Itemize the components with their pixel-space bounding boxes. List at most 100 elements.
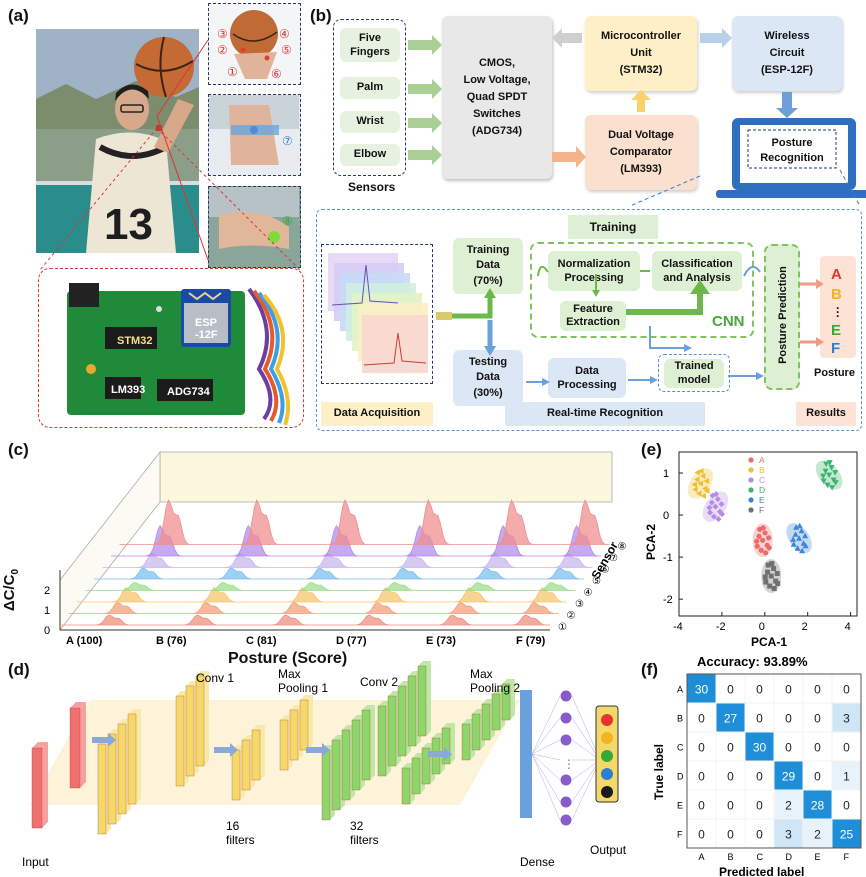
panel-d-output-node [601,714,613,726]
panel-e-legend-label: B [759,465,765,475]
panel-f-cell-value: 0 [727,770,734,784]
panel-d-slab-side [510,679,515,720]
panel-d-slab-top [442,723,455,728]
panel-d-slab-side [136,709,141,804]
panel-d-slab-top [176,691,189,696]
panel-f-cell-value: 0 [756,683,763,697]
panel-f-cell [744,702,775,733]
footer-data-acquisition: Data Acquisition [321,402,433,426]
panel-d-slab-front [279,719,289,771]
wireless-box: Wireless Circuit (ESP-12F) [732,16,842,91]
panel-d-edge [531,695,561,755]
panel-f-cell [773,731,804,762]
panel-e-point [826,460,833,466]
panel-d-arrow [92,733,116,747]
panel-label-a: (a) [8,6,29,25]
panel-d-slab-side [260,725,265,780]
panel-d-slab-front [411,757,421,795]
panel-d-slab-top [108,729,121,734]
panel-d-slab-side [42,742,48,828]
panel-label-f: (f) [641,660,658,679]
panel-f-cell-value: 27 [724,712,738,726]
panel-d-label: Pooling 2 [470,681,520,695]
panel-e-point [769,561,775,567]
result-letter-b: B [831,286,842,303]
result-ellipsis: ··· [836,301,840,323]
panel-e-point [760,537,766,543]
cnn-label: CNN [712,313,745,330]
panel-e-x-tick: -2 [716,621,726,633]
panel-f-cell [715,760,746,791]
panel-d-filters-label: 16 [226,819,240,833]
panel-e-point [790,536,797,542]
panel-f-cell-value: 28 [811,799,825,813]
panel-c-sensor-trace [119,498,610,545]
panel-f-cell-value: 30 [695,683,709,697]
panel-f-cell-value: 0 [756,799,763,813]
stacked-signal-windows [328,253,428,373]
panel-e-point [766,545,772,551]
panel-e-point [704,488,710,495]
marker-8: ⑧ [282,214,293,228]
panel-e-point [754,543,760,549]
panel-c-sensor-trace [68,601,559,614]
panel-e-point [824,482,831,489]
panel-f-cell-value: 0 [843,741,850,755]
panel-e-point [707,509,714,516]
panel-d-slab-front [351,719,361,791]
panel-e-point [799,547,806,554]
panel-e-point [763,550,769,556]
panel-e-legend-label: F [759,505,764,515]
panel-d-slab-top [196,671,209,676]
panel-label-e: (e) [641,440,662,459]
panel-f-cell [744,818,775,849]
panel-label-b: (b) [310,6,332,25]
panel-f-cell [773,760,804,791]
chip-label-stm32: STM32 [117,335,153,347]
panel-e-point [765,569,771,575]
panel-d-slab-top [362,705,375,710]
panel-c-sensor-trace [94,567,584,580]
sensors-group [333,19,406,176]
panel-e-point [798,527,805,534]
panel-c-back-wall [159,451,613,503]
panel-e-point [713,491,720,498]
panel-b-block-arrows [408,28,866,207]
panel-d-arrow [306,743,330,757]
result-letter-f: F [831,340,841,357]
panel-d-slab-front [31,747,43,829]
marker-7: ⑦ [282,134,293,148]
sensor-elbow: Elbow [340,144,400,166]
panel-d-slab-front [127,713,137,805]
panel-d-edge [571,717,601,761]
panel-e-point [762,574,768,580]
panel-d-slab-top [418,661,431,666]
panel-e-point [718,501,725,508]
panel-f-cell [802,818,833,849]
panel-d-slab-front [185,685,195,777]
panel-f-cell-value: 0 [814,741,821,755]
panel-e-point [756,533,762,539]
panel-d-label: Dense [520,855,555,869]
panel-c-x-tick: B (76) [156,635,187,647]
panel-d-dense-node [560,814,572,826]
panel-d-slab-front [241,739,251,791]
panel-f-cell [715,789,746,820]
panel-d-output-node [601,750,613,762]
panel-d-slab-top [300,695,313,700]
results-column [820,256,856,358]
player-figure: 13 [36,29,199,253]
basketball-player-photo: 13 [36,29,199,253]
panel-d-slab-top [472,709,485,714]
panel-f-x-tick: E [815,852,821,862]
posture-prediction-group [764,244,800,390]
panel-e-point [763,579,769,585]
panel-d-edge [531,753,561,821]
panel-d-slab-top [398,681,411,686]
panel-d-slab-top [186,681,199,686]
chip-label-lm393: LM393 [111,384,146,396]
marker-1: ① [227,65,238,79]
